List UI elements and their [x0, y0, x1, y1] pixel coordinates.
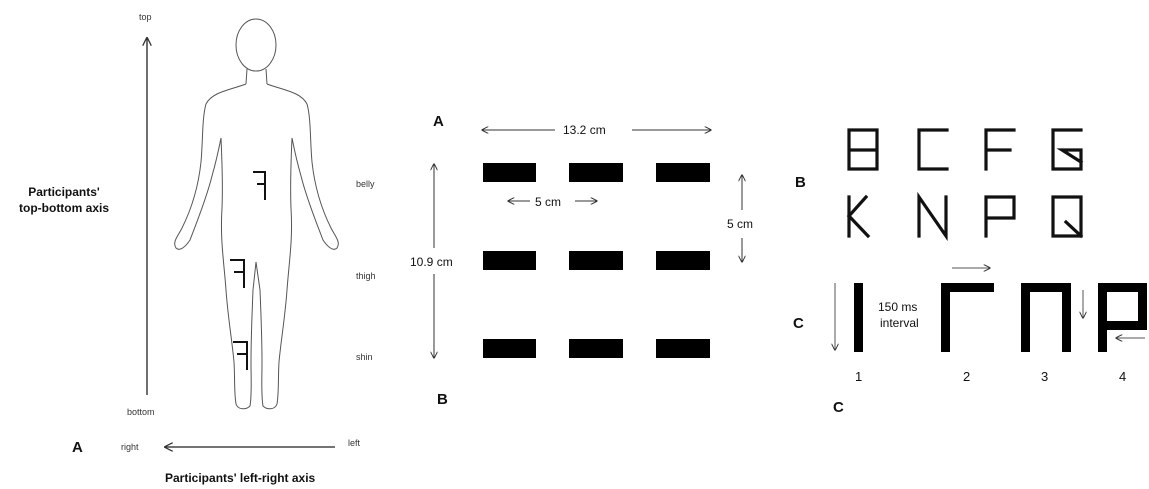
tactor — [656, 339, 710, 358]
vertical-axis-label-line2: top-bottom axis — [19, 201, 109, 215]
letter-glyph-b — [847, 128, 879, 171]
vertical-axis-label-line1: Participants' — [28, 185, 100, 199]
panel-letter-b-letters: B — [795, 174, 806, 191]
tactor — [569, 251, 623, 270]
letter-glyph-n — [917, 191, 948, 242]
letter-glyph-g — [1051, 128, 1084, 171]
panel-letter-a-grid: A — [433, 113, 444, 130]
bottom-label: bottom — [127, 407, 155, 417]
panel-letter-b-grid: B — [437, 391, 448, 408]
panel-letter-a: A — [72, 439, 83, 456]
width-dimension-label: 13.2 cm — [563, 123, 606, 137]
letter-glyph-k — [846, 194, 871, 239]
interval-label-line2: interval — [880, 316, 919, 330]
left-label: left — [348, 438, 361, 448]
tactor — [569, 163, 623, 182]
site-label-belly: belly — [356, 179, 375, 189]
step-number-2: 2 — [963, 369, 971, 384]
sequence-frame-3 — [1021, 283, 1071, 352]
height-dimension-label: 10.9 cm — [410, 255, 453, 269]
letter-glyph-c — [917, 128, 949, 171]
tactor — [483, 339, 536, 358]
panel-letter-c-sequence: C — [793, 315, 804, 332]
panel-letter-c-bottom: C — [833, 399, 844, 416]
letter-glyph-f — [984, 128, 1016, 171]
tactor — [656, 251, 710, 270]
sequence-frame-4 — [1098, 283, 1147, 352]
tactor — [483, 163, 536, 182]
letter-glyph-p — [984, 195, 1016, 238]
step-number-3: 3 — [1041, 369, 1049, 384]
letter-glyph-q — [1051, 195, 1084, 239]
step-number-1: 1 — [855, 369, 863, 384]
right-label: right — [121, 442, 139, 452]
stimulus-mark-thigh — [230, 259, 245, 288]
step-number-4: 4 — [1119, 369, 1127, 384]
stimulus-mark-shin — [233, 341, 248, 370]
v-spacing-label: 5 cm — [727, 217, 754, 231]
top-label: top — [139, 12, 152, 22]
h-spacing-label: 5 cm — [535, 195, 562, 209]
horizontal-axis-label: Participants' left-right axis — [165, 471, 316, 485]
stimulus-mark-belly — [253, 171, 266, 200]
stimulus-letters — [846, 128, 1084, 242]
site-label-thigh: thigh — [356, 271, 376, 281]
tactor-grid — [483, 163, 710, 358]
site-label-shin: shin — [356, 352, 373, 362]
tactor — [656, 163, 710, 182]
interval-label-line1: 150 ms — [878, 300, 918, 314]
tactor — [483, 251, 536, 270]
tactor — [569, 339, 623, 358]
sequence-frame-2 — [941, 283, 994, 352]
sequence-frame-1 — [854, 283, 863, 352]
body-outline — [174, 18, 339, 410]
